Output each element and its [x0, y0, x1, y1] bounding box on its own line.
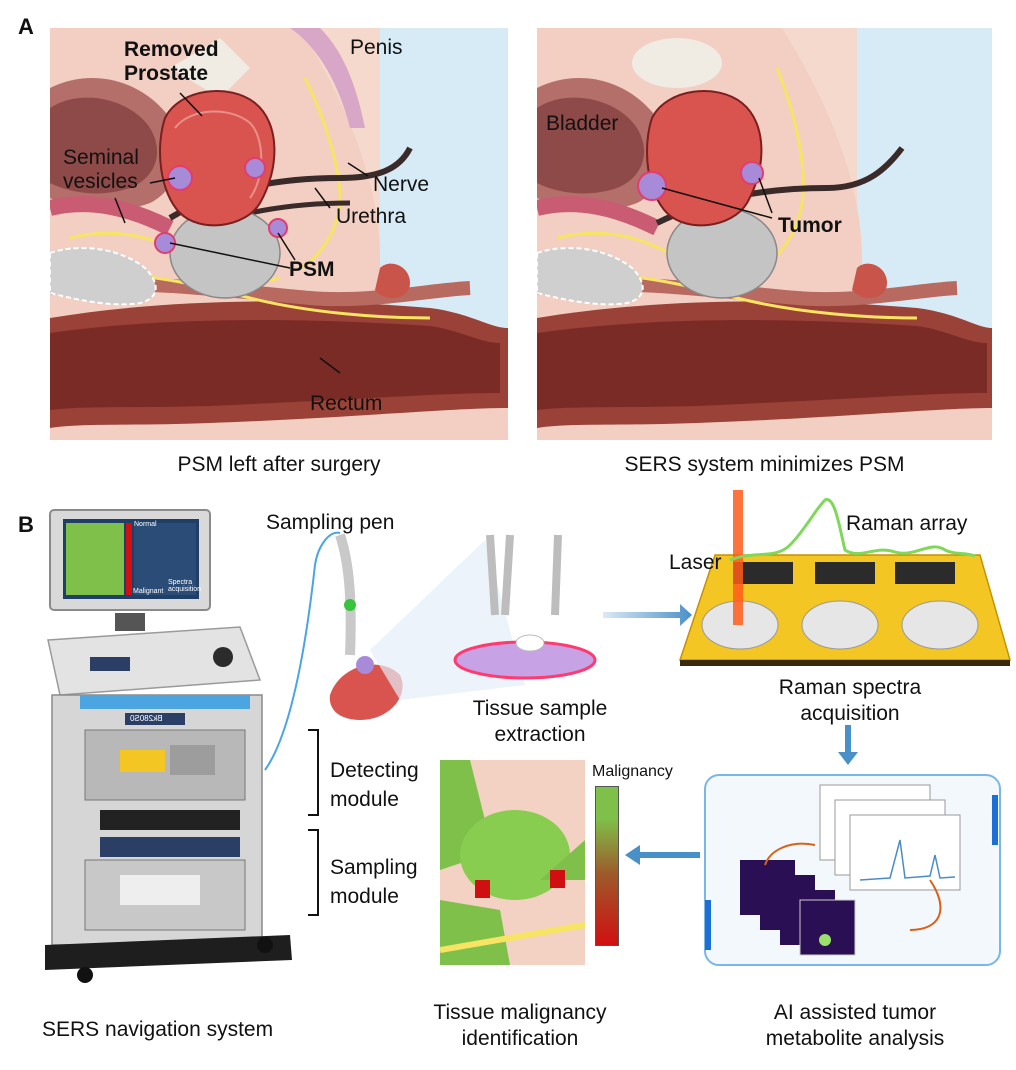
ai-analysis-illustration [700, 770, 1005, 970]
raman-array-illustration [675, 490, 1011, 675]
screen-label-spectra: Spectra acquisition [168, 579, 202, 593]
label-sampling-module: Sampling module [330, 856, 418, 909]
panel-a-right-illustration [537, 28, 992, 440]
label-sampling-pen: Sampling pen [266, 511, 395, 534]
label-penis: Penis [350, 36, 403, 59]
label-raman-array: Raman array [846, 512, 968, 535]
label-tumor: Tumor [778, 214, 842, 237]
label-tissue-sample-extraction: Tissue sample extraction [472, 697, 608, 747]
label-malignancy: Malignancy [592, 763, 673, 780]
label-sers-navigation-system: SERS navigation system [42, 1018, 274, 1041]
caption-sers-minimizes-psm: SERS system minimizes PSM [624, 453, 905, 476]
screen-label-malignant: Malignant [133, 588, 164, 595]
label-raman-spectra-acquisition: Raman spectra acquisition [778, 676, 922, 726]
label-seminal-vesicles: Seminal vesicles [63, 146, 139, 194]
label-urethra: Urethra [336, 205, 407, 228]
sampling-pen-illustration [290, 525, 650, 725]
screen-label-normal: Normal [134, 521, 157, 528]
caption-psm-left-after-surgery: PSM left after surgery [177, 453, 381, 476]
panel-a-left-illustration [50, 28, 508, 440]
label-ai-assisted-analysis: AI assisted tumor metabolite analysis [765, 1001, 945, 1051]
label-laser: Laser [669, 551, 722, 574]
panel-b-letter: B [18, 512, 34, 537]
label-tissue-malignancy-identification: Tissue malignancy identification [433, 1001, 607, 1051]
label-removed-prostate: Removed Prostate [124, 38, 219, 86]
panel-a-letter: A [18, 14, 34, 39]
label-detecting-module: Detecting module [330, 759, 419, 812]
label-rectum: Rectum [310, 392, 383, 415]
malignancy-colorbar [595, 786, 619, 946]
label-nerve: Nerve [373, 173, 430, 196]
sers-navigation-device [30, 505, 341, 985]
malignancy-map [440, 760, 585, 965]
label-psm: PSM [289, 258, 335, 281]
label-bladder: Bladder [546, 112, 619, 135]
